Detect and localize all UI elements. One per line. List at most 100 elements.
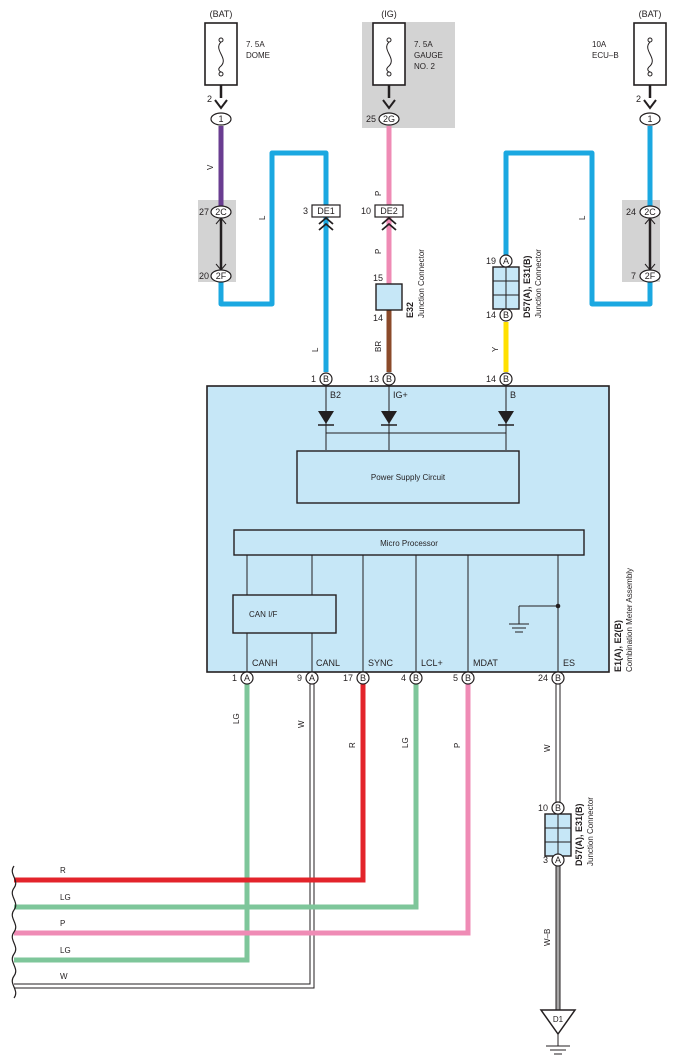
meter-pin-13-top-label: 13 [369, 374, 379, 384]
micro-processor [233, 529, 585, 556]
meter-pin-24-bottom [551, 671, 565, 685]
meter-pin-14-top-b: B [503, 374, 509, 384]
pin-10-label: 10 [361, 206, 371, 216]
pin-a-top-label: A [503, 256, 509, 266]
pin-gauge-2g [378, 112, 400, 126]
meter-term-lcl: LCL+ [421, 658, 443, 668]
meter-pin-5-bottom-label: 5 [453, 673, 458, 683]
junction-e32-id: E32 [405, 302, 415, 318]
junction-d57-top [492, 266, 520, 310]
meter-pin-9-bottom-a: A [309, 673, 315, 683]
pin-dome-1-label: 1 [218, 114, 223, 124]
bus-label-w: W [60, 972, 68, 981]
pin-ecub-2-label: 2 [636, 94, 641, 104]
wire-break-line [11, 865, 17, 999]
pin-14-e32-label: 14 [373, 313, 383, 323]
pin-2f-right [639, 269, 661, 283]
meter-id: E1(A), E2(B) [613, 620, 623, 672]
junction-d57-top-sub: Junction Connector [534, 249, 543, 318]
wire-label-l3: L [578, 215, 587, 220]
meter-term-canh: CANH [252, 658, 278, 668]
meter-pin-1-top-label: 1 [311, 374, 316, 384]
meter-term-canl: CANL [316, 658, 340, 668]
wire-label-lg2: LG [401, 737, 410, 748]
wire-label-v: V [206, 164, 215, 170]
pin-20-label: 20 [199, 271, 209, 281]
junction-d57-bottom-sub: Junction Connector [586, 797, 595, 866]
pin-b-bottom-label: B [555, 803, 561, 813]
bus-label-lg2: LG [60, 946, 71, 955]
wire-label-l1: L [258, 215, 267, 220]
junction-d57-bottom-id: D57(A), E31(B) [574, 803, 584, 866]
fuse-gauge-name2: NO. 2 [414, 62, 435, 71]
pin-2c-right [639, 205, 661, 219]
meter-term-mdat: MDAT [473, 658, 498, 668]
pin-2f-left-label: 2F [216, 271, 227, 281]
meter-term-ig: IG+ [393, 390, 408, 400]
pin-15-label: 15 [373, 273, 383, 283]
power-supply-circuit [296, 450, 520, 504]
meter-pin-4-bottom-label: 4 [401, 673, 406, 683]
meter-pin-9-bottom [305, 671, 319, 685]
ground-d1-label: D1 [553, 1015, 564, 1024]
meter-pin-14-top [499, 372, 513, 386]
meter-pin-13-top [382, 372, 396, 386]
wire-white-canl [14, 684, 315, 989]
pin-14-top-label: 14 [486, 310, 496, 320]
diode-b [498, 386, 514, 450]
es-junction-dot [555, 603, 561, 609]
wire-label-r1: R [348, 742, 357, 748]
pin-a-top [499, 254, 513, 268]
wire-label-w1: W [297, 720, 306, 728]
pin-19-label: 19 [486, 256, 496, 266]
can-if-label: CAN I/F [249, 610, 278, 619]
ground-d1 [539, 1009, 577, 1055]
meter-pin-24-bottom-label: 24 [538, 673, 548, 683]
pin-2c-left-label: 2C [215, 207, 227, 217]
meter-pin-17-bottom-b: B [360, 673, 366, 683]
junction-e32-sub: Junction Connector [417, 249, 426, 318]
wire-green-lcl [14, 684, 419, 910]
power-supply-label: Power Supply Circuit [371, 473, 446, 482]
connector-de1-label: DE1 [317, 206, 335, 216]
pin-7-label: 7 [631, 271, 636, 281]
meter-pin-5-bottom-b: B [465, 673, 471, 683]
can-if-block [232, 594, 337, 634]
wire-white-canl-fill [14, 684, 314, 988]
bus-label-lg1: LG [60, 893, 71, 902]
pin-a-bottom [551, 853, 565, 867]
pin-b-top-label: B [503, 310, 509, 320]
pin-2c-left [210, 205, 232, 219]
meter-term-b2: B2 [330, 390, 341, 400]
fuse-gauge-amp: 7. 5A [414, 40, 433, 49]
connector-de2 [374, 204, 404, 231]
meter-pin-4-bottom [409, 671, 423, 685]
meter-name: Combination Meter Assembly [625, 568, 634, 672]
meter-term-b: B [510, 390, 516, 400]
pin-arrow-dome [214, 99, 228, 110]
meter-pin-9-bottom-label: 9 [297, 673, 302, 683]
meter-pin-1-bottom [240, 671, 254, 685]
pin-ecub-1-label: 1 [647, 114, 652, 124]
pin-2f-left [210, 269, 232, 283]
bus-label-r: R [60, 866, 66, 875]
bat-source-label-right: (BAT) [639, 9, 662, 19]
pin-gauge-25-label: 25 [366, 114, 376, 124]
fuse-gauge [372, 22, 406, 98]
fuse-ecub [633, 22, 667, 98]
pin-arrow-gauge [382, 99, 396, 110]
wire-label-l2: L [311, 347, 320, 352]
pin-3-bottom-label: 3 [543, 855, 548, 865]
pin-b-top [499, 308, 513, 322]
wire-label-y: Y [491, 346, 500, 352]
wire-blue-right [503, 150, 653, 307]
wire-label-p3: P [453, 743, 462, 748]
diode-ig [381, 386, 397, 450]
pin-a-bottom-label: A [555, 855, 561, 865]
wire-pink-mdat [14, 684, 471, 936]
pin-b-bottom [551, 801, 565, 815]
pin-dome-1 [210, 112, 232, 126]
wire-label-p1: P [374, 191, 383, 196]
connector-de2-label: DE2 [380, 206, 398, 216]
bus-label-p: P [60, 919, 65, 928]
